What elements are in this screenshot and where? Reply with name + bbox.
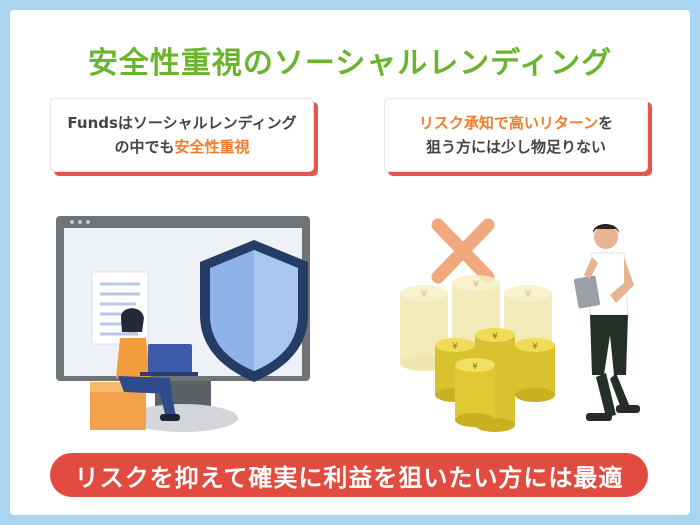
- cross-icon: [431, 218, 495, 284]
- card-risk-highlight: リスク承知で高いリターン: [418, 114, 599, 132]
- card-risk-line2: 狙う方には少し物足りない: [425, 138, 606, 156]
- security-illustration: [56, 216, 310, 432]
- coin-symbol: ¥: [492, 332, 498, 342]
- card-risk: リスク承知で高いリターンを 狙う方には少し物足りない: [384, 98, 648, 172]
- document-icon: [91, 271, 149, 345]
- conclusion-banner: リスクを抑えて確実に利益を狙いたい方には最適: [50, 453, 648, 497]
- coin-symbol: ¥: [421, 289, 427, 300]
- coin-stack-foreground: ¥ ¥ ¥ ¥: [435, 328, 555, 432]
- man-with-tablet-icon: [573, 224, 640, 421]
- woman-with-laptop-icon: [90, 308, 198, 430]
- card-safety-line1: Fundsはソーシャルレンディング: [67, 114, 297, 132]
- coin-symbol: ¥: [472, 362, 478, 372]
- coin-symbol: ¥: [525, 289, 531, 300]
- card-safety-text: Fundsはソーシャルレンディング の中でも安全性重視: [67, 111, 296, 159]
- coin-symbol: ¥: [473, 279, 479, 290]
- coin-symbol: ¥: [452, 342, 458, 352]
- slide: 安全性重視のソーシャルレンディング Fundsはソーシャルレンディング の中でも…: [10, 10, 690, 515]
- card-safety-highlight: 安全性重視: [174, 138, 250, 156]
- return-illustration: ¥ ¥ ¥ ¥ ¥ ¥ ¥: [400, 218, 640, 432]
- coin-symbol: ¥: [532, 342, 538, 352]
- card-safety-line2: の中でも: [114, 138, 175, 156]
- card-risk-line1-post: を: [598, 114, 614, 132]
- page-title: 安全性重視のソーシャルレンディング: [87, 46, 613, 81]
- card-safety: Fundsはソーシャルレンディング の中でも安全性重視: [50, 98, 314, 172]
- shield-icon: [200, 240, 308, 382]
- card-risk-text: リスク承知で高いリターンを 狙う方には少し物足りない: [419, 111, 613, 159]
